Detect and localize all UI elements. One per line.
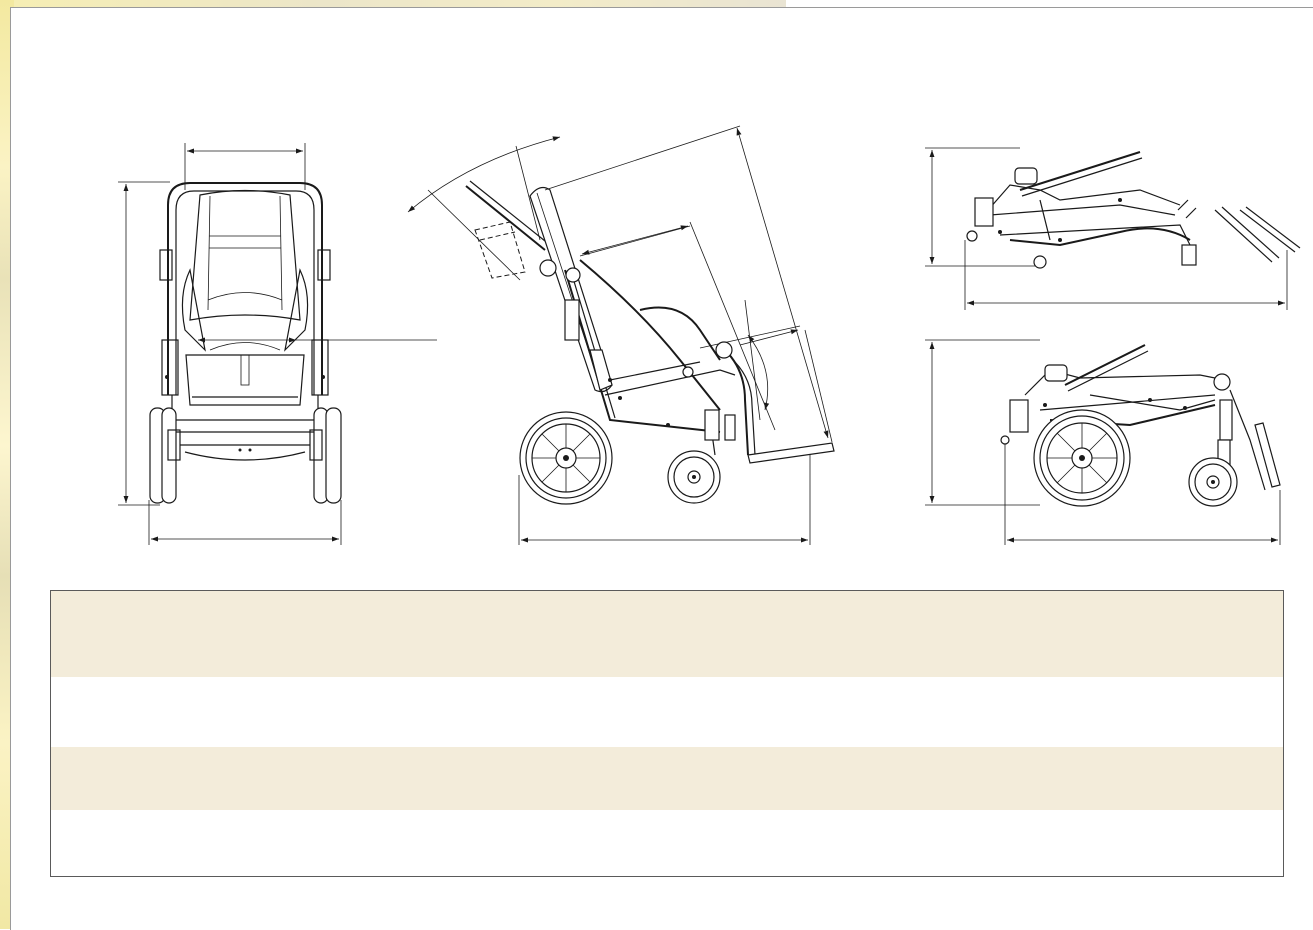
- background-edge-top: [14, 0, 786, 7]
- table-row: [51, 747, 1283, 810]
- table-row: [51, 591, 1283, 677]
- front-view: [118, 143, 437, 545]
- folded-view-top: [925, 147, 1301, 310]
- specification-table: [50, 590, 1284, 877]
- folded-view-bottom: [925, 339, 1281, 545]
- dim-seat-depth: [581, 225, 689, 255]
- table-row: [51, 810, 1283, 876]
- dim-tilt-angle: [407, 136, 561, 213]
- dim-back-height: [736, 127, 829, 439]
- table-row: [51, 677, 1283, 747]
- side-view: [407, 125, 835, 545]
